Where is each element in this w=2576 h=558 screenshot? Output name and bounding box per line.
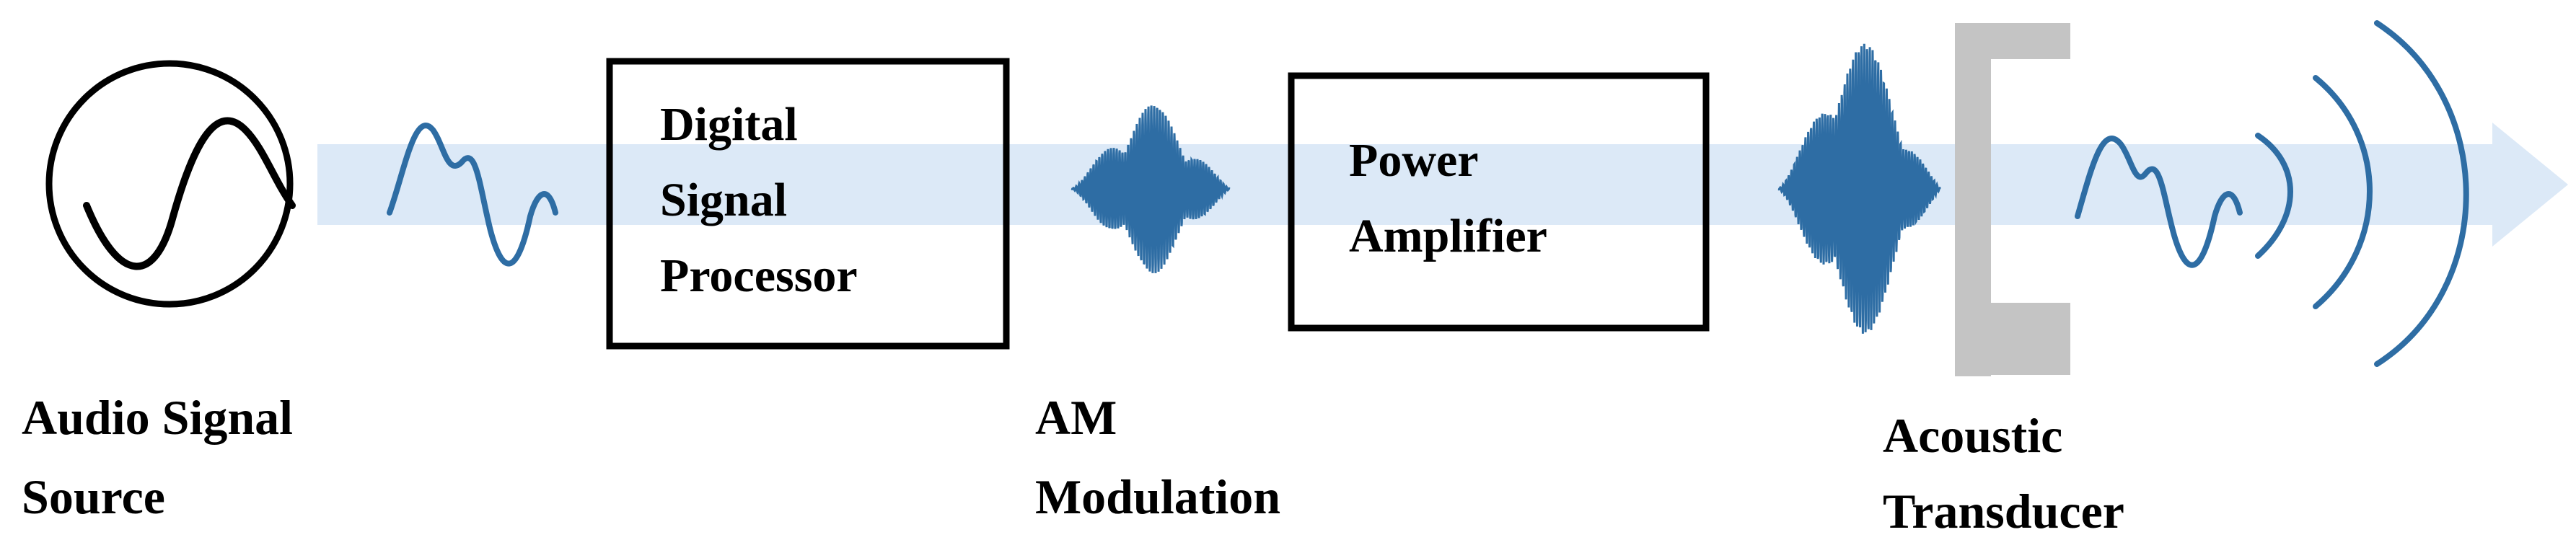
am-label-line-2: Modulation [1035, 469, 1281, 524]
dsp-label-line-3: Processor [660, 249, 858, 302]
dsp-label-line-2: Signal [660, 174, 788, 226]
amplifier-label-line-1: Power [1349, 134, 1479, 187]
amplifier-label-line-2: Amplifier [1349, 210, 1547, 262]
amplified-waveform-icon [1777, 43, 1941, 334]
transducer-label-line-2: Transducer [1883, 484, 2124, 539]
transducer-label-line-1: Acoustic [1883, 408, 2063, 463]
dsp-label-line-1: Digital [660, 98, 798, 151]
output-wave-icon [2075, 136, 2243, 268]
transducer-bracket-icon [1955, 23, 2070, 376]
waveform-trace [1071, 105, 1231, 273]
am-waveform-icon [1071, 105, 1231, 273]
power-amplifier-box [1288, 72, 1710, 332]
source-label-line-1: Audio Signal [22, 390, 294, 445]
source-label-line-2: Source [22, 469, 165, 524]
sine-wave-generator-icon [45, 60, 296, 308]
audio-wave-icon [387, 123, 558, 267]
waveform-trace [1777, 43, 1941, 334]
sound-emission-arcs-icon [2255, 20, 2469, 367]
dsp-box [606, 58, 1010, 350]
flow-arrow [317, 123, 2568, 247]
am-label-line-1: AM [1035, 390, 1117, 445]
